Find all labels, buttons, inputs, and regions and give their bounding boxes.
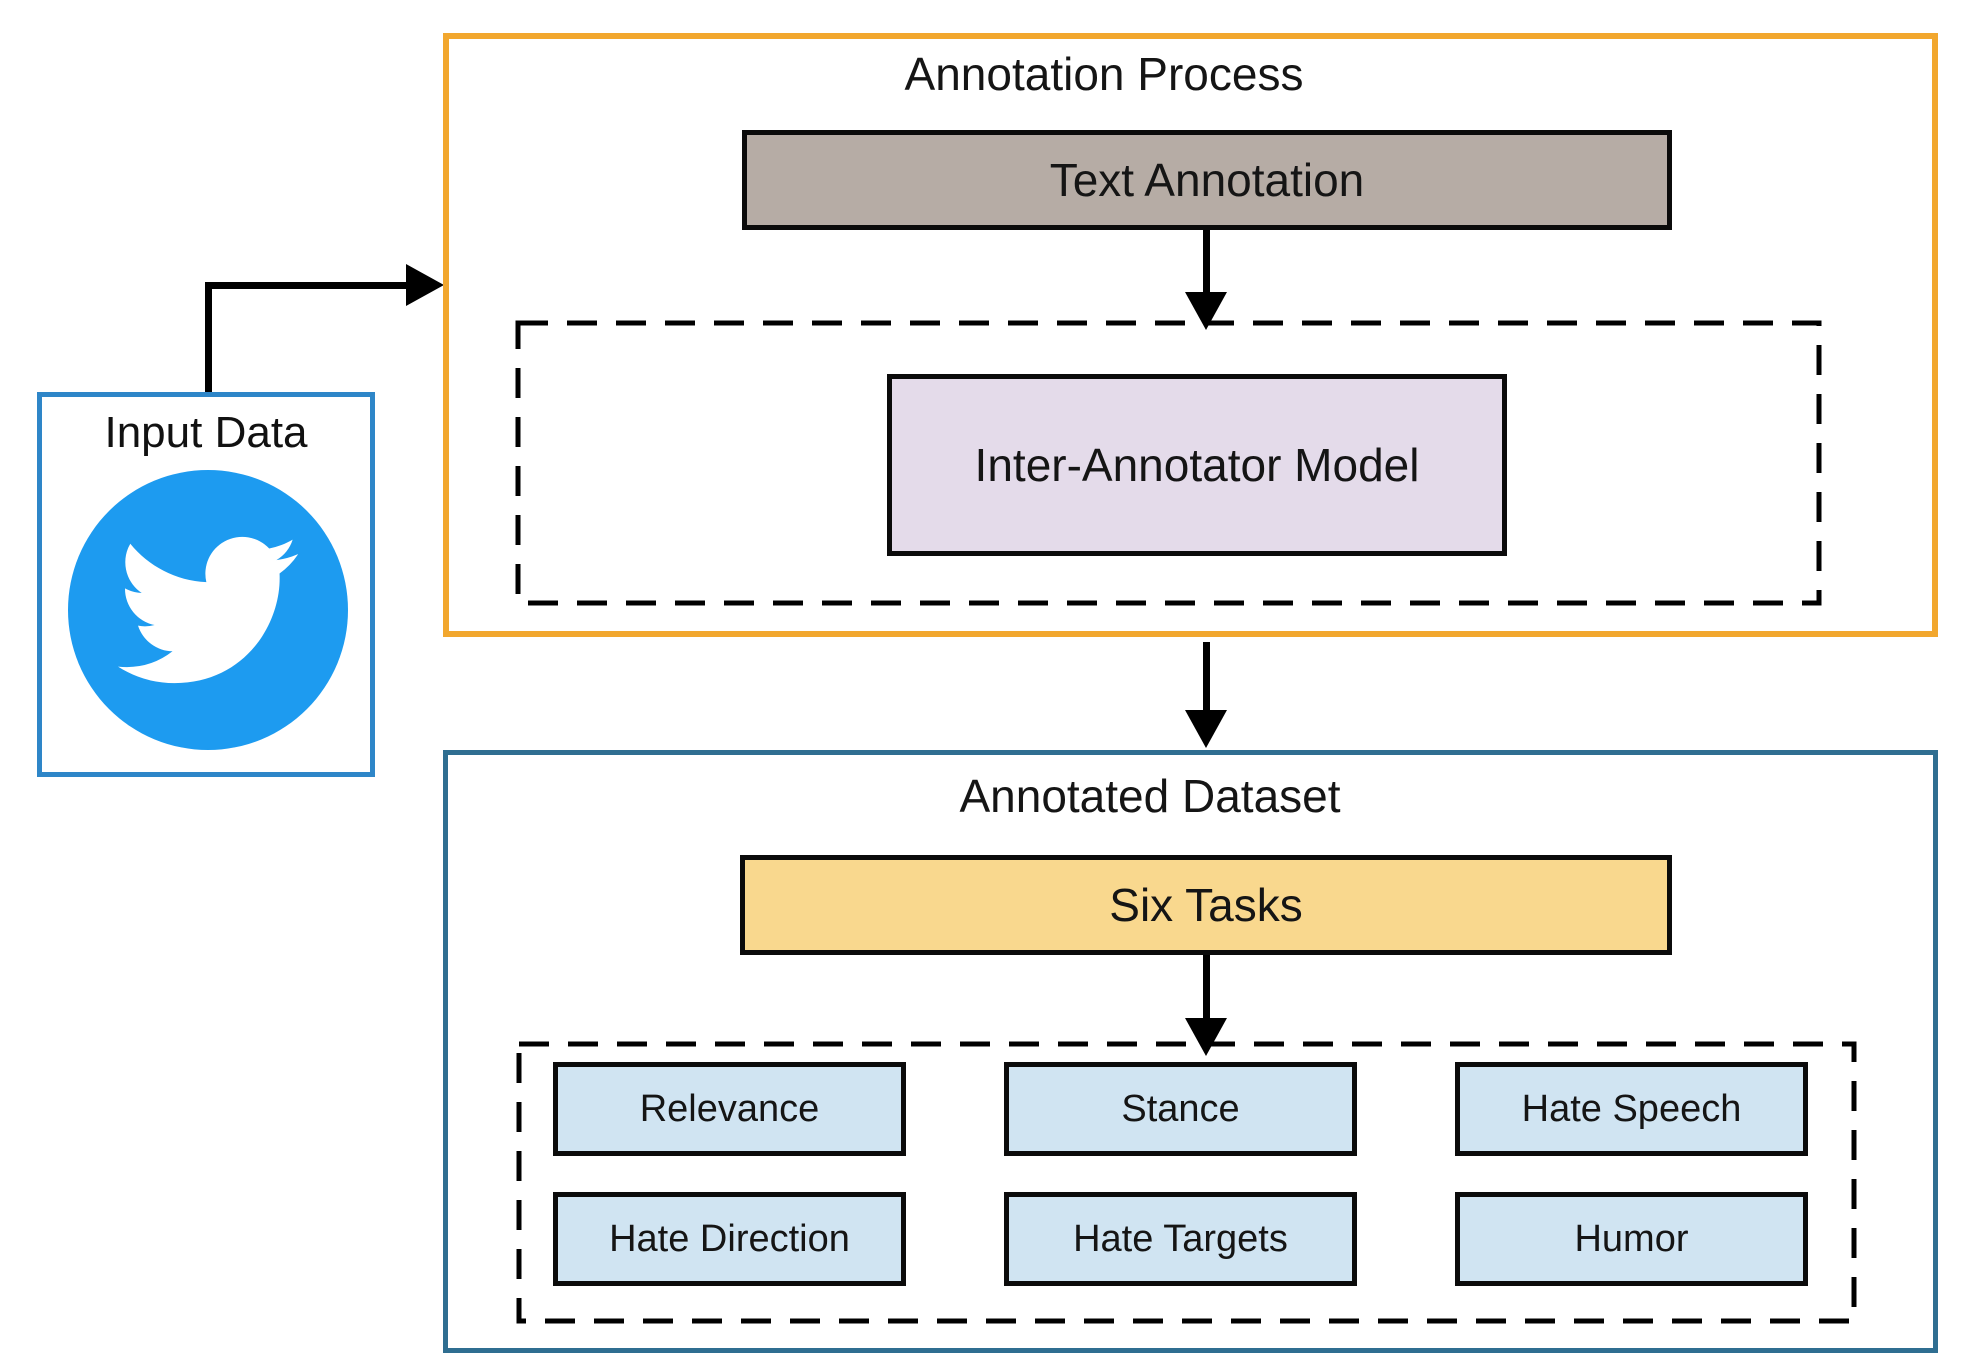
- inter-annotator-model-label: Inter-Annotator Model: [974, 439, 1420, 491]
- annotated-dataset-title: Annotated Dataset: [959, 770, 1341, 822]
- task-box-hate-speech: Hate Speech: [1455, 1062, 1808, 1156]
- task-label: Hate Targets: [1073, 1217, 1288, 1260]
- task-label: Hate Direction: [609, 1217, 850, 1260]
- annotation-to-model-arrowhead: [1185, 292, 1227, 330]
- input-to-process-arrowhead: [406, 264, 444, 306]
- six-tasks-box: Six Tasks: [740, 855, 1672, 955]
- input-data-label: Input Data: [104, 408, 308, 457]
- text-annotation-label: Text Annotation: [1049, 154, 1365, 206]
- task-box-stance: Stance: [1004, 1062, 1357, 1156]
- task-label: Hate Speech: [1521, 1087, 1742, 1130]
- annotation-to-model-arrow: [1203, 230, 1210, 296]
- input-to-process-arrow-horizontal: [205, 282, 410, 289]
- six-tasks-label: Six Tasks: [1109, 879, 1303, 931]
- twitter-icon: [68, 470, 348, 750]
- task-label: Stance: [1121, 1087, 1240, 1130]
- task-box-hate-direction: Hate Direction: [553, 1192, 906, 1286]
- process-to-dataset-arrow: [1203, 642, 1210, 714]
- task-label: Relevance: [639, 1087, 820, 1130]
- sixtasks-to-tasks-arrow: [1203, 955, 1210, 1021]
- task-label: Humor: [1574, 1217, 1689, 1260]
- task-box-hate-targets: Hate Targets: [1004, 1192, 1357, 1286]
- task-box-relevance: Relevance: [553, 1062, 906, 1156]
- annotation-process-title: Annotation Process: [904, 48, 1304, 100]
- inter-annotator-model-box: Inter-Annotator Model: [887, 374, 1507, 556]
- input-to-process-arrow-vertical: [205, 282, 212, 392]
- text-annotation-box: Text Annotation: [742, 130, 1672, 230]
- process-to-dataset-arrowhead: [1185, 710, 1227, 748]
- sixtasks-to-tasks-arrowhead: [1185, 1018, 1227, 1056]
- task-box-humor: Humor: [1455, 1192, 1808, 1286]
